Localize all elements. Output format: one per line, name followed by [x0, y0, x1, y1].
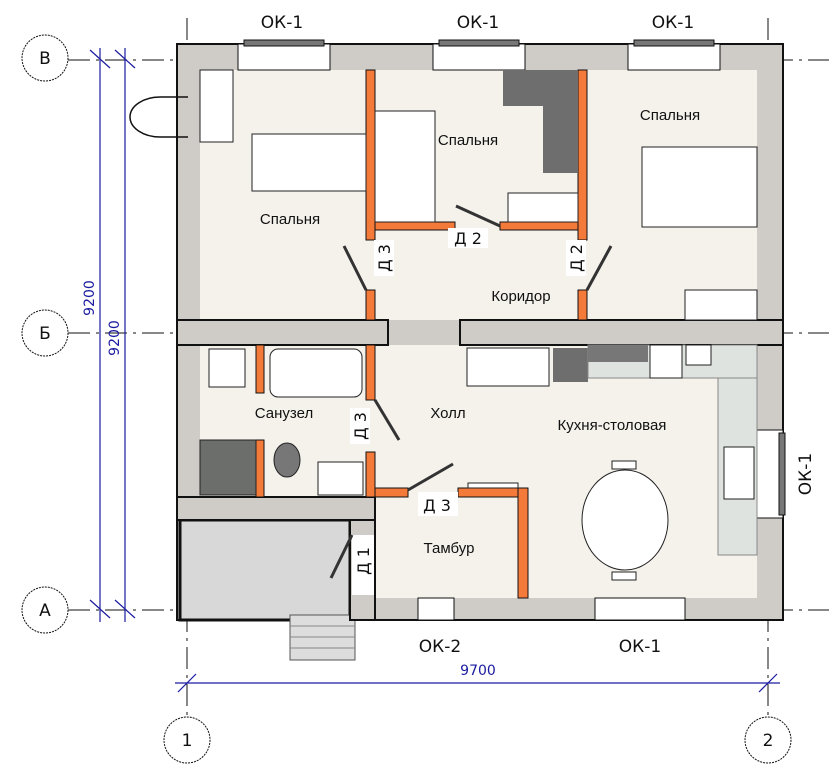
axis-bubble-1	[163, 716, 211, 764]
dimension-vertical-outer: 9200	[82, 280, 98, 316]
washbasin	[317, 461, 364, 496]
axis-bubble-2	[744, 716, 792, 764]
dimension-lines	[89, 48, 780, 693]
axis-markers	[21, 34, 792, 764]
window-label-top-middle: ОК-1	[457, 13, 499, 33]
bathroom-exterior-wall	[176, 496, 376, 521]
room-label-hall: Холл	[430, 405, 465, 422]
door-label-bedroom-right: Д 2	[567, 244, 586, 272]
room-label-bedroom-right: Спальня	[640, 107, 700, 124]
wardrobe	[199, 69, 234, 143]
dining-table	[581, 469, 669, 571]
interior-wall-left	[176, 319, 389, 346]
bed-left	[251, 133, 367, 192]
room-label-bathroom: Санузел	[255, 405, 313, 422]
window-label-top-left: ОК-1	[261, 13, 303, 33]
window-label-bottom-left: ОК-2	[419, 637, 461, 657]
exterior-light-icon	[129, 96, 188, 138]
axis-label-1: 1	[182, 731, 193, 751]
axis-bubble-a	[21, 586, 69, 634]
axis-label-2: 2	[763, 731, 774, 751]
room-label-kitchen: Кухня-столовая	[558, 417, 667, 434]
dresser	[684, 289, 758, 321]
door-label-bedroom-middle: Д 2	[454, 229, 482, 248]
kitchen-sink	[723, 446, 755, 500]
axis-bubble-v	[21, 34, 69, 82]
sofa	[466, 347, 550, 387]
axis-label-v: В	[39, 49, 51, 69]
desk	[507, 192, 579, 223]
dimension-vertical-inner: 9200	[107, 320, 123, 356]
window-label-bottom-right: ОК-1	[619, 637, 661, 657]
window-label-right: ОК-1	[796, 453, 816, 495]
room-label-vestibule: Тамбур	[424, 540, 475, 557]
stove	[649, 344, 683, 379]
door-label-vestibule: Д 3	[423, 496, 451, 515]
room-label-bedroom-middle: Спальня	[438, 132, 498, 149]
room-label-corridor: Коридор	[491, 288, 550, 305]
interior-wall-right	[459, 319, 784, 346]
bathtub	[269, 348, 363, 398]
wardrobe-middle	[503, 70, 578, 106]
furniture	[199, 69, 758, 581]
shower	[199, 439, 257, 496]
door-label-bathroom: Д 3	[351, 412, 370, 440]
washing-machine	[208, 348, 246, 388]
door-label-entrance: Д 1	[354, 547, 373, 575]
bed-right	[641, 146, 758, 228]
porch	[178, 518, 352, 622]
door-label-bedroom-left: Д 3	[375, 244, 394, 272]
toilet	[273, 442, 301, 478]
axis-bubble-b	[21, 309, 69, 357]
window-label-top-right: ОК-1	[652, 13, 694, 33]
dimension-horizontal: 9700	[460, 663, 496, 679]
door-leaves	[329, 204, 613, 579]
room-label-bedroom-left: Спальня	[260, 211, 320, 228]
axis-label-b: Б	[39, 324, 51, 344]
window-frames	[237, 39, 786, 621]
axis-label-a: А	[39, 601, 51, 621]
bed-middle	[374, 110, 436, 223]
